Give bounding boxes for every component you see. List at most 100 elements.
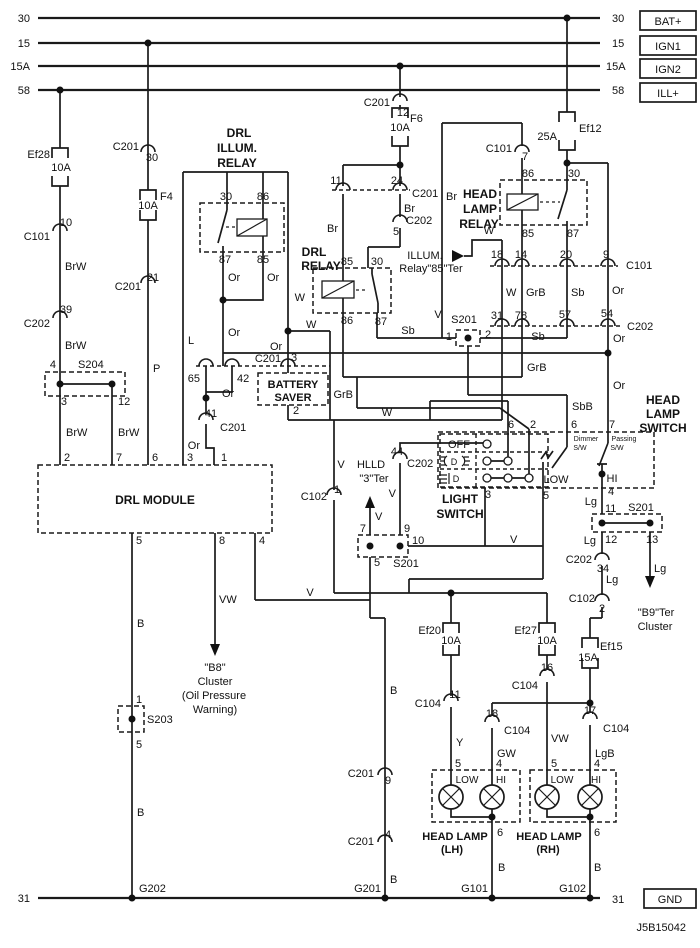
label-module-pin8: 8 [219, 535, 225, 547]
label-conn-c104-18-name: C104 [504, 725, 530, 737]
splice-s203-box [117, 705, 145, 733]
label-wire-v-3: V [389, 488, 397, 500]
label-battery-saver-pin2: 2 [293, 405, 299, 417]
label-conn-c201-41-pin: 41 [205, 408, 217, 420]
label-ls-off: OFF [448, 439, 470, 451]
label-head-lamp-switch-1: HEAD [646, 393, 680, 407]
label-drl-relay-1: DRL [302, 245, 327, 259]
label-wire-b-3: B [390, 685, 397, 697]
label-module-pin4: 4 [259, 535, 265, 547]
svg-text:D: D [453, 474, 460, 484]
label-fuse-ef28: Ef28 [27, 149, 50, 161]
connector-arcs [52, 93, 616, 843]
label-ls-pin3: 3 [485, 489, 491, 501]
label-fuse-f4: F4 [160, 191, 173, 203]
label-light-switch-1: LIGHT [442, 492, 479, 506]
parking-lamp-icon: D [440, 455, 470, 467]
label-lamp-lh-pin5: 5 [455, 758, 461, 770]
label-wire-w-2: W [306, 319, 317, 331]
label-conn-c202-row-name: C202 [627, 321, 653, 333]
label-splice-s201b-pin13: 13 [646, 534, 658, 546]
hlld-arrow-icon [365, 496, 375, 508]
label-wire-br-1: Br [327, 223, 338, 235]
label-conn-c201-row1-name: C201 [412, 188, 438, 200]
label-splice-s201a-pin2: 2 [485, 329, 491, 341]
label-wire-or-1: Or [228, 272, 241, 284]
label-wire-b-6: B [594, 862, 601, 874]
label-wire-or-5: Or [222, 388, 235, 400]
label-passing-sw-2: S/W [610, 445, 624, 452]
label-conn-c202-5-pin: 5 [393, 226, 399, 238]
head-lamp-lh-box [431, 769, 521, 823]
label-lamp-rh-hi: HI [591, 775, 601, 786]
label-wire-sb-2: Sb [531, 331, 544, 343]
label-drawing-number: J5B15042 [636, 922, 686, 934]
label-drlr-pin30: 30 [371, 256, 383, 268]
label-hls-pin4: 4 [608, 486, 614, 498]
label-head-lamp-rh-1: HEAD LAMP [516, 831, 581, 843]
splice-s204-box [44, 371, 126, 397]
label-ref-hlld-2: "3"Ter [359, 473, 389, 485]
label-ground-g202: G202 [139, 883, 166, 895]
label-module-pin1: 1 [221, 452, 227, 464]
label-conn-c102-1-name: C102 [301, 491, 327, 503]
label-conn-c201-4-pin: 4 [385, 829, 391, 841]
label-conn-c101-pin18: 18 [491, 249, 503, 261]
label-battery-saver-2: SAVER [274, 392, 311, 404]
label-conn-c202-5-name: C202 [406, 215, 432, 227]
label-splice-s201a-name: S201 [451, 314, 477, 326]
label-conn-c101-pin14: 14 [515, 249, 527, 261]
label-ground-g102: G102 [559, 883, 586, 895]
svg-text:D: D [451, 457, 458, 467]
label-wire-p: P [153, 363, 160, 375]
label-conn-c101-row-name: C101 [626, 260, 652, 272]
wire-layer [59, 18, 651, 898]
label-tag-gnd: GND [658, 894, 683, 906]
label-wire-or-9: Or [613, 380, 626, 392]
label-bus31-left: 31 [18, 893, 30, 905]
label-fuse-f6: F6 [410, 113, 423, 125]
label-splice-s201b-pin12: 12 [605, 534, 617, 546]
label-bus15-left: 15 [18, 38, 30, 50]
label-ref-b8-4: Warning) [193, 704, 237, 716]
label-conn-c201-pin11: 11 [330, 175, 341, 187]
label-drl-relay-2: RELAY [301, 259, 341, 273]
label-fuse-f6-rating: 10A [390, 122, 410, 134]
label-bus30-left: 30 [18, 13, 30, 25]
label-module-pin6: 6 [152, 452, 158, 464]
label-conn-c104-16-pin: 16 [541, 662, 553, 674]
label-wire-y: Y [456, 737, 464, 749]
label-hlr-pin86: 86 [522, 168, 534, 180]
splice-s201a-box [455, 329, 481, 347]
label-wire-v-5: V [510, 534, 518, 546]
label-conn-c201-pin65: 65 [188, 373, 200, 385]
label-splice-s204-name: S204 [78, 359, 104, 371]
label-hlr-pin85: 85 [522, 228, 534, 240]
label-module-pin7: 7 [116, 452, 122, 464]
label-ref-hlld-1: HLLD [357, 459, 385, 471]
label-passing-sw-1: Passing [612, 436, 637, 443]
label-wire-b-2: B [137, 807, 144, 819]
light-switch-contacts: D D [439, 439, 534, 484]
head-lamp-bulbs [438, 784, 603, 810]
b9-cluster-arrow-icon [645, 576, 655, 588]
label-tag-ign2: IGN2 [655, 64, 681, 76]
label-conn-c202-34-pin: 34 [597, 563, 609, 575]
connector-rows [196, 189, 620, 367]
label-ground-g101: G101 [461, 883, 488, 895]
label-drlil-pin30: 30 [220, 191, 232, 203]
label-module-pin5: 5 [136, 535, 142, 547]
head-lamp-switch-box [437, 431, 655, 489]
label-wire-w-5: W [382, 407, 393, 419]
label-conn-c104-11-name: C104 [415, 698, 441, 710]
label-wire-v-0: V [434, 309, 442, 321]
label-splice-s201c-pin7: 7 [360, 523, 366, 535]
battery-saver-box [257, 372, 329, 406]
label-conn-c201-30-pin: 30 [146, 152, 158, 164]
label-bus31-right: 31 [612, 894, 624, 906]
label-conn-c202-pin78: 78 [515, 310, 527, 322]
label-light-switch-2: SWITCH [436, 507, 483, 521]
label-splice-s201c-pin9: 9 [404, 523, 410, 535]
label-wire-v-1: V [337, 459, 345, 471]
